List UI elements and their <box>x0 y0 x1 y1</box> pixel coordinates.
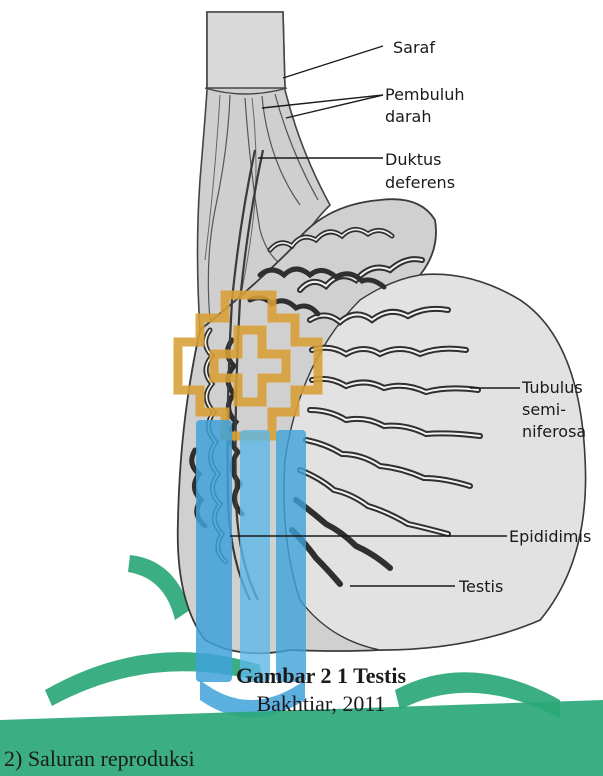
label-tubulus-line-3: niferosa <box>522 421 586 442</box>
label-pembuluh-line-2: darah <box>385 106 431 127</box>
label-saraf: Saraf <box>393 37 435 58</box>
section-heading: 2) Saluran reproduksi <box>4 746 195 772</box>
figure-caption: Gambar 2 1 Testis <box>221 663 421 689</box>
leader-saraf <box>283 46 383 78</box>
figure-source: Bakhtiar, 2011 <box>221 691 421 717</box>
label-duktus-line-1: Duktus <box>385 149 441 170</box>
label-epididimis: Epididimis <box>509 526 591 547</box>
label-tubulus-line-1: Tubulus <box>522 377 583 398</box>
label-duktus-line-2: deferens <box>385 172 455 193</box>
label-testis: Testis <box>459 576 503 597</box>
label-pembuluh-line-1: Pembuluh <box>385 84 465 105</box>
leader-pembuluh-b <box>286 95 383 118</box>
label-tubulus-line-2: semi- <box>522 399 566 420</box>
